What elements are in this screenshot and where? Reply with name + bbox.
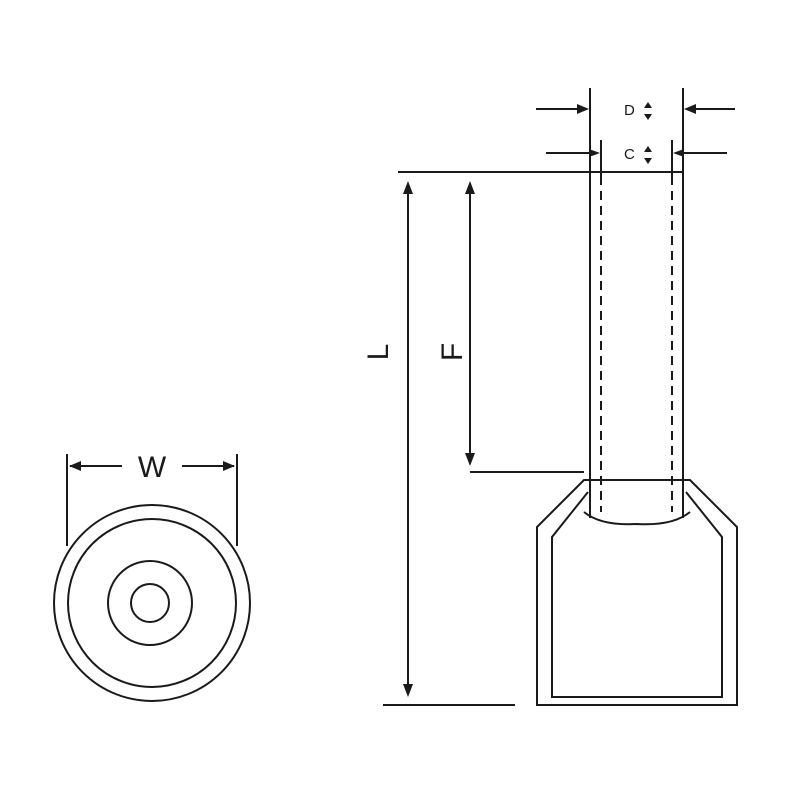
end-view-bore: [130, 583, 170, 623]
l-dimension: [383, 171, 590, 706]
c-tiny-arrows-icon: [644, 146, 652, 164]
c-label: C: [624, 146, 635, 163]
l-arrow-top: [403, 181, 413, 194]
d-dimension: [536, 104, 735, 114]
sleeve-outer: [536, 479, 738, 706]
f-arrow-bottom: [465, 453, 475, 466]
c-arrow-right: [673, 149, 684, 157]
end-view-outer-circle: [53, 504, 251, 702]
d-tiny-arrows-icon: [644, 102, 652, 120]
l-label: L: [362, 344, 395, 361]
f-arrow-top: [465, 181, 475, 194]
end-view-middle-circle: [67, 518, 237, 688]
l-arrow-bottom: [403, 684, 413, 697]
d-arrow-left: [577, 104, 589, 114]
w-arrow-left: [69, 461, 81, 471]
c-arrow-left: [589, 149, 600, 157]
side-view: [536, 88, 738, 706]
w-arrow-right: [223, 461, 235, 471]
w-label: W: [138, 451, 167, 484]
d-label: D: [624, 102, 635, 119]
collar-curve: [583, 511, 691, 526]
f-dimension: [465, 181, 584, 473]
d-arrow-right: [684, 104, 696, 114]
c-dimension: [546, 149, 727, 157]
end-view-inner-ring: [107, 560, 193, 646]
end-view: [53, 454, 251, 702]
f-label: F: [436, 343, 469, 361]
sleeve-inner: [551, 491, 723, 698]
